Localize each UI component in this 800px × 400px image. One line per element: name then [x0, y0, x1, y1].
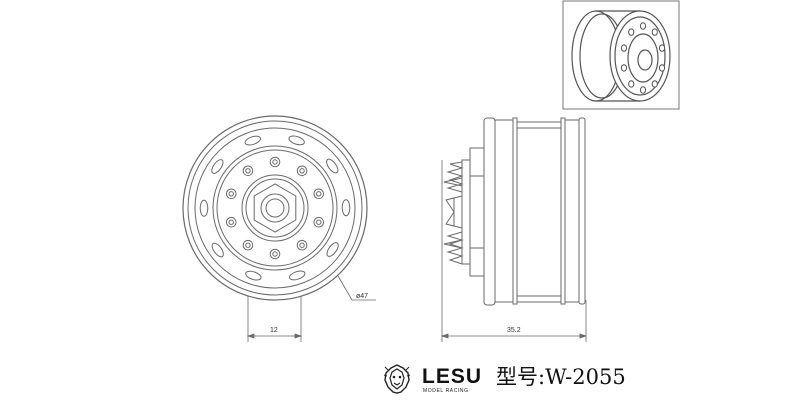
dimension-width-label: 12 [270, 327, 278, 334]
vent-slot [289, 270, 306, 281]
brand-logo-subtext: MODEL RACING [423, 388, 469, 394]
lug-nut [313, 188, 325, 200]
wheel-front-view [182, 115, 368, 301]
vent-slot [245, 270, 262, 281]
lug-nut [269, 156, 281, 168]
iso-lug-nut [651, 80, 658, 88]
vent-slot [244, 135, 261, 146]
iso-lug-nut [620, 64, 628, 72]
iso-lug-nut [639, 86, 647, 94]
iso-lug-nut [628, 80, 635, 88]
iso-lug-nut [658, 44, 666, 52]
vent-slot [211, 242, 224, 258]
model-number: 型号:W-2055 [496, 364, 626, 390]
brand-logo-text: LESU [422, 365, 483, 388]
lug-nut [296, 165, 308, 177]
lug-nut [242, 239, 254, 251]
model-label: 型号: [496, 365, 546, 389]
iso-lug-nut [620, 44, 628, 52]
iso-lug-nut [639, 22, 647, 30]
dimension-diameter [337, 275, 376, 301]
lug-nut [225, 216, 237, 228]
isometric-inset [562, 0, 680, 110]
vent-slot [211, 159, 224, 174]
dimension-width [246, 296, 303, 342]
vent-slot [288, 135, 305, 146]
wheel-side-view [443, 117, 586, 306]
iso-lug-nut [651, 28, 658, 36]
vent-slots [199, 135, 351, 281]
lug-nut [242, 165, 254, 177]
lion-head-icon [383, 364, 411, 394]
lug-nut [313, 216, 325, 228]
vent-slot [341, 199, 351, 217]
lug-nut [296, 239, 308, 251]
lug-nut [269, 248, 281, 260]
dimension-length-label: 35.2 [507, 327, 521, 334]
vent-slot [326, 158, 339, 174]
vent-slot [199, 199, 209, 217]
model-number-value: W-2055 [545, 365, 626, 389]
lug-nut [225, 188, 237, 200]
dimension-length [440, 160, 588, 342]
hub-hex-nut [253, 183, 297, 233]
iso-lug-nut [628, 28, 635, 36]
vent-slot [326, 242, 339, 257]
iso-lug-nut [658, 64, 666, 72]
dimension-diameter-label: ø47 [356, 293, 368, 300]
lug-nuts [225, 156, 325, 260]
